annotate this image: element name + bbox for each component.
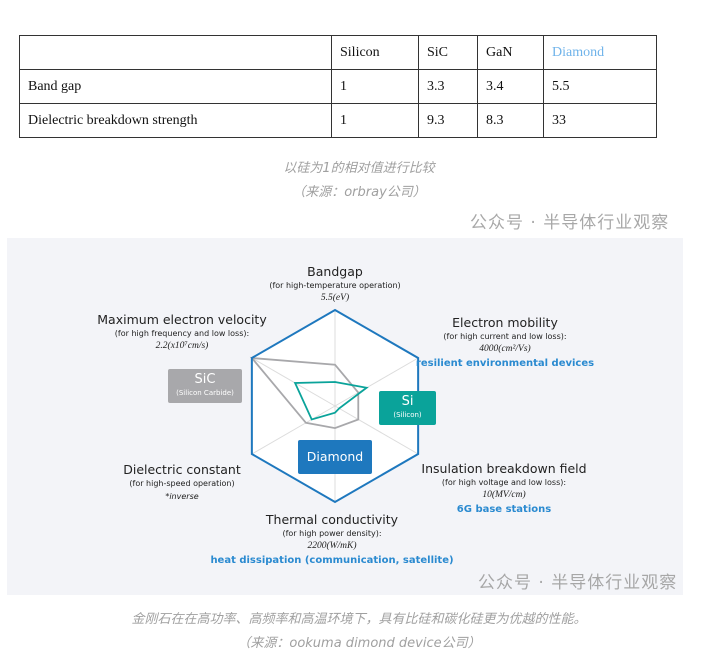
axis-sub: (for high-speed operation)	[129, 479, 235, 488]
legend-si-sub: (Silicon)	[393, 411, 422, 419]
axis-application: resilient environmental devices	[415, 358, 595, 369]
axis-value: 4000(cm²/Vs)	[479, 344, 531, 354]
axis-sub: (for high power density):	[282, 529, 382, 538]
cell: 3.3	[418, 69, 478, 104]
axis-title: Dielectric constant	[123, 462, 241, 477]
cell: 5.5	[543, 69, 657, 104]
axis-label-bandgap: Bandgap (for high-temperature operation)…	[269, 264, 400, 305]
cell: 1	[331, 103, 419, 138]
axis-value: *inverse	[165, 492, 199, 501]
axis-sub: (for high voltage and low loss):	[441, 478, 567, 487]
grid-spoke	[334, 357, 419, 407]
axis-title: Insulation breakdown field	[421, 461, 587, 476]
axis-title: Maximum electron velocity	[97, 312, 267, 327]
cell: Band gap	[19, 69, 332, 104]
legend-sic-name: SiC	[194, 372, 216, 387]
axis-title: Electron mobility	[452, 315, 558, 330]
grid-spoke	[251, 357, 336, 407]
comparison-table: Silicon SiC GaN Diamond Band gap 1 3.3 3…	[19, 35, 657, 138]
axis-label-max-electron-velocity: Maximum electron velocity (for high freq…	[97, 312, 266, 353]
cell: Dielectric breakdown strength	[19, 103, 332, 138]
table-row: Band gap 1 3.3 3.4 5.5	[19, 69, 657, 104]
watermark: 公众号 · 半导体行业观察	[478, 573, 678, 593]
axis-sub: (for high-temperature operation)	[269, 281, 401, 290]
axis-value: 2200(W/mK)	[307, 541, 357, 551]
watermark: 公众号 · 半导体行业观察	[470, 213, 670, 233]
axis-value: 10(MV/cm)	[482, 490, 526, 500]
caption-source: （来源：ookuma dimond device公司）	[237, 636, 481, 651]
legend-si-name: Si	[401, 394, 414, 409]
cell: 33	[543, 103, 657, 138]
grid-spoke	[334, 405, 419, 455]
header-cell: GaN	[477, 35, 544, 70]
legend-si: Si (Silicon)	[379, 391, 436, 425]
axis-title: Thermal conductivity	[265, 512, 399, 527]
caption-source: （来源：orbray公司）	[292, 185, 426, 200]
cell: 1	[331, 69, 419, 104]
grid-spoke	[251, 405, 336, 455]
axis-label-insulation-breakdown: Insulation breakdown field (for high vol…	[421, 461, 586, 518]
axis-label-dielectric-constant: Dielectric constant (for high-speed oper…	[123, 462, 241, 503]
caption-line: 金刚石在在高功率、高频率和高温环境下，具有比硅和碳化硅更为优越的性能。	[131, 612, 587, 627]
axis-application: 6G base stations	[456, 504, 552, 515]
cell: 8.3	[477, 103, 544, 138]
axis-label-thermal-conductivity: Thermal conductivity (for high power den…	[210, 512, 453, 569]
axis-sub: (for high frequency and low loss):	[114, 329, 250, 338]
axis-value: 5.5(eV)	[320, 293, 350, 303]
legend-sic: SiC (Silicon Carbide)	[168, 369, 242, 403]
axis-value: 2.2(x10⁷cm/s)	[155, 341, 209, 351]
series-si	[293, 381, 369, 421]
series-diamond	[250, 308, 420, 504]
caption-line: 以硅为1的相对值进行比较	[283, 161, 435, 176]
axis-label-electron-mobility: Electron mobility (for high current and …	[416, 315, 594, 372]
legend-sic-sub: (Silicon Carbide)	[176, 389, 234, 397]
axis-title: Bandgap	[307, 264, 363, 279]
legend-diamond: Diamond	[298, 440, 372, 474]
axis-sub: (for high current and low loss):	[443, 332, 567, 341]
table-row: Dielectric breakdown strength 1 9.3 8.3 …	[19, 103, 657, 138]
axis-application: heat dissipation (communication, satelli…	[210, 555, 454, 566]
